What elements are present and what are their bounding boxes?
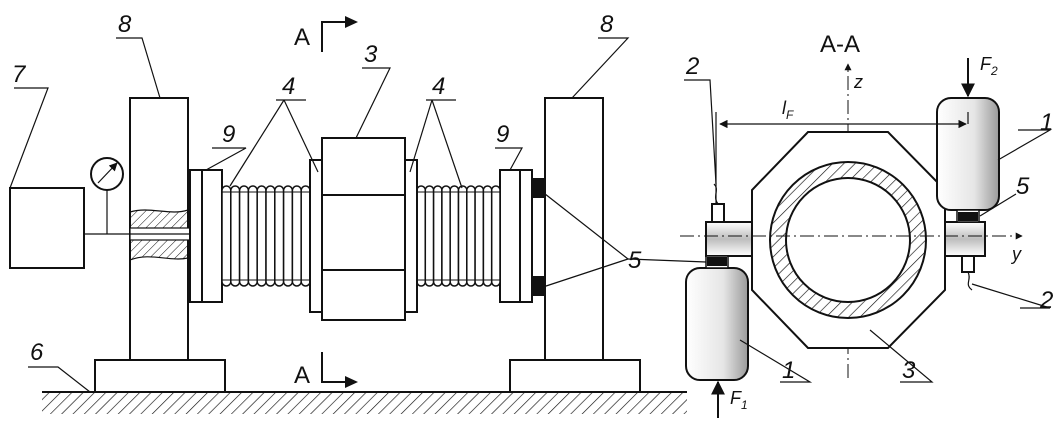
section-callout-leaders bbox=[627, 79, 1053, 383]
section-title: A-A bbox=[820, 31, 860, 58]
callout-7: 7 bbox=[12, 61, 27, 88]
pressure-unit-box bbox=[9, 187, 85, 269]
callout-2-lower: 2 bbox=[1039, 287, 1053, 314]
central-housing bbox=[321, 137, 406, 321]
section-view-a-a: A-A z y bbox=[627, 31, 1053, 418]
bellows-convolution bbox=[291, 185, 302, 287]
pipe-cross-section bbox=[769, 161, 927, 319]
bellows-convolution bbox=[432, 185, 443, 287]
callout-4-left: 4 bbox=[282, 73, 295, 100]
callout-9-right: 9 bbox=[496, 121, 509, 148]
callout-3-section: 3 bbox=[902, 357, 916, 384]
right-collar bbox=[404, 159, 418, 313]
bellows-convolution bbox=[416, 185, 427, 287]
bellows-convolution bbox=[300, 185, 311, 287]
callout-4-right: 4 bbox=[432, 73, 445, 100]
callout-leaders bbox=[9, 37, 630, 393]
left-flange bbox=[189, 169, 203, 303]
callout-2-upper: 2 bbox=[685, 53, 699, 80]
left-support-foot bbox=[94, 359, 226, 393]
svg-text:A: A bbox=[294, 362, 310, 389]
bellows-convolution bbox=[221, 185, 232, 287]
svg-text:F1: F1 bbox=[730, 388, 748, 412]
cylinder-left bbox=[685, 255, 749, 381]
ground-base bbox=[42, 391, 687, 414]
bellows-convolution bbox=[256, 185, 267, 287]
callout-8-left: 8 bbox=[118, 11, 132, 38]
bellows-convolution bbox=[238, 185, 250, 287]
section-marker-bottom: A bbox=[294, 352, 358, 389]
svg-text:A: A bbox=[294, 24, 310, 51]
left-collar bbox=[309, 159, 323, 313]
pressure-gauge-icon bbox=[90, 157, 124, 234]
sensor-lower bbox=[961, 255, 975, 291]
force-f2-arrow: F2 bbox=[961, 54, 998, 98]
bellows-convolution bbox=[265, 185, 276, 287]
callout-6: 6 bbox=[30, 339, 44, 366]
bellows-convolution bbox=[274, 185, 285, 287]
pressure-inlet-cutaway bbox=[85, 209, 205, 261]
bellows-convolution bbox=[230, 185, 241, 287]
load-cell-lower bbox=[532, 276, 545, 296]
lever-dimension: lF bbox=[715, 98, 969, 204]
bellows-convolution bbox=[474, 185, 485, 287]
right-bellows bbox=[416, 185, 501, 287]
right-flange bbox=[519, 169, 533, 303]
callout-5-left: 5 bbox=[628, 247, 642, 274]
z-axis-label: z bbox=[853, 72, 863, 92]
bellows-convolution bbox=[282, 185, 294, 287]
right-support-column bbox=[544, 97, 604, 361]
section-marker-top: A bbox=[294, 16, 358, 52]
bellows-convolution bbox=[490, 185, 501, 287]
right-support-foot bbox=[509, 359, 641, 393]
callout-9-left: 9 bbox=[222, 121, 235, 148]
callout-8-right: 8 bbox=[600, 11, 614, 38]
load-cell-upper bbox=[532, 178, 545, 198]
bellows-convolution bbox=[424, 185, 435, 287]
bellows-convolution bbox=[441, 185, 451, 287]
callout-1-left: 1 bbox=[782, 357, 795, 384]
lever-arm bbox=[705, 221, 986, 257]
sensor-upper bbox=[711, 183, 725, 223]
svg-text:lF: lF bbox=[782, 98, 794, 122]
callout-1-right: 1 bbox=[1040, 109, 1053, 136]
bellows-convolution bbox=[457, 185, 468, 287]
bellows-convolution bbox=[482, 185, 493, 287]
callout-5-section: 5 bbox=[1016, 173, 1030, 200]
left-flange-plate bbox=[201, 169, 223, 303]
left-bellows bbox=[221, 185, 311, 287]
bellows-convolution bbox=[449, 185, 460, 287]
bellows-convolution bbox=[466, 185, 476, 287]
force-f1-arrow: F1 bbox=[711, 380, 748, 418]
bellows-convolution bbox=[247, 185, 258, 287]
side-view: A A 7 8 9 bbox=[9, 11, 687, 414]
right-flange-plate bbox=[499, 169, 521, 303]
svg-text:F2: F2 bbox=[980, 54, 998, 78]
y-axis-label: y bbox=[1010, 244, 1022, 264]
callout-3-left: 3 bbox=[364, 41, 378, 68]
